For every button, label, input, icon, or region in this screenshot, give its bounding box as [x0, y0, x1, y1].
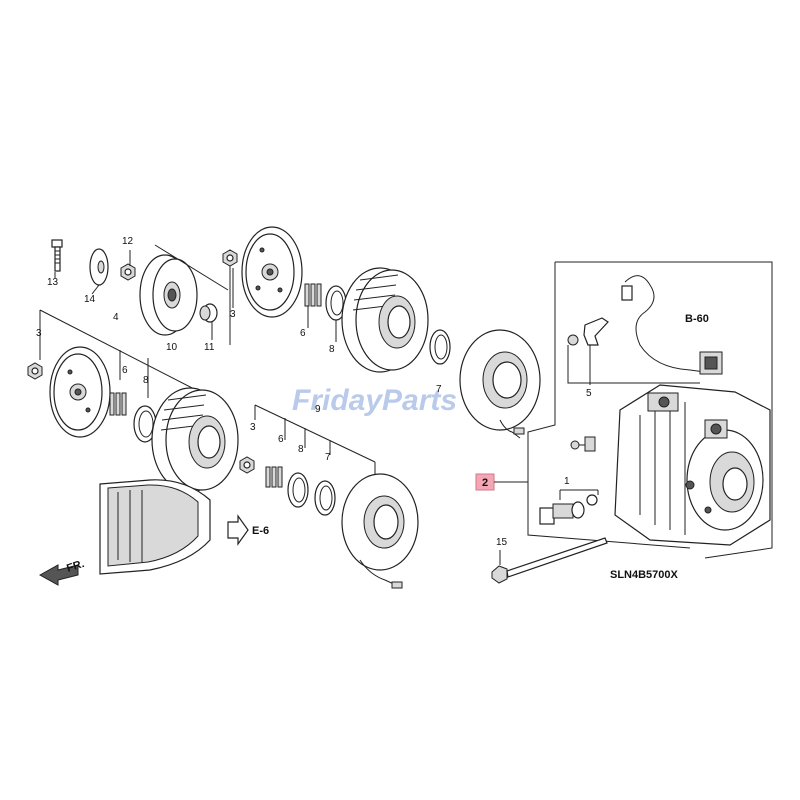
callout-5: 5: [586, 388, 592, 399]
callout-6-top: 6: [300, 328, 306, 339]
callout-3-top: 3: [230, 309, 236, 320]
callout-8-left: 8: [143, 375, 149, 386]
callout-4: 4: [113, 312, 119, 323]
ref-e6-label: E-6: [252, 525, 269, 537]
diagram-code: SLN4B5700X: [610, 569, 679, 581]
pulley-top[interactable]: [341, 267, 429, 373]
armature-plate-left[interactable]: [49, 346, 111, 438]
relief-valve-1[interactable]: [539, 494, 598, 525]
shim-6-mid[interactable]: [265, 466, 283, 488]
assembly-frame: [527, 261, 773, 559]
callout-6-mid: 6: [278, 434, 284, 445]
shim-6-top[interactable]: [304, 283, 322, 307]
callout-3-left: 3: [36, 328, 42, 339]
callout-14: 14: [84, 294, 96, 305]
bracket-5[interactable]: [567, 317, 609, 346]
snap-ring-8-left[interactable]: [133, 405, 157, 443]
callout-8-top: 8: [329, 344, 335, 355]
collar-11[interactable]: [199, 303, 218, 323]
washer-14[interactable]: [89, 248, 109, 286]
compressor-body[interactable]: [614, 384, 771, 546]
callout-7-mid: 7: [325, 452, 331, 463]
ref-b60-label: B-60: [685, 313, 709, 325]
snap-ring-7-top[interactable]: [429, 329, 451, 365]
armature-plate-top[interactable]: [241, 226, 303, 318]
callout-9: 9: [315, 404, 321, 415]
idler-pulley-10[interactable]: [139, 254, 198, 336]
callout-15: 15: [496, 537, 508, 548]
callout-12: 12: [122, 236, 134, 247]
callout-6-left: 6: [122, 365, 128, 376]
bolt-15[interactable]: [491, 537, 608, 584]
field-coil-mid[interactable]: [341, 473, 419, 589]
shim-6-left[interactable]: [109, 392, 127, 416]
callout-13: 13: [47, 277, 59, 288]
nut-3-mid[interactable]: [239, 456, 255, 474]
callout-7-top: 7: [436, 384, 442, 395]
callout-2: 2: [482, 477, 488, 489]
pulley-left[interactable]: [151, 387, 239, 493]
front-label: FR.: [65, 558, 86, 575]
wire-harness[interactable]: [621, 275, 723, 375]
drive-belt[interactable]: [99, 479, 211, 575]
snap-ring-7-mid[interactable]: [314, 480, 336, 516]
front-arrow: FR.: [38, 558, 86, 586]
nut-3-top[interactable]: [222, 249, 238, 267]
nut-3-left[interactable]: [27, 362, 43, 380]
bolt-top-compressor[interactable]: [570, 436, 596, 452]
field-coil-top[interactable]: [459, 329, 541, 439]
watermark-text: FridayParts: [292, 384, 457, 417]
callout-11: 11: [204, 342, 215, 353]
ref-arrow-e6[interactable]: E-6: [227, 514, 269, 546]
snap-ring-8-mid[interactable]: [287, 472, 309, 508]
callout-3-mid: 3: [250, 422, 256, 433]
callout-1: 1: [564, 476, 570, 487]
callout-8-mid: 8: [298, 444, 304, 455]
nut-12[interactable]: [120, 263, 136, 281]
callout-10: 10: [166, 342, 178, 353]
bolt-13[interactable]: [51, 239, 63, 272]
callout-2-highlight[interactable]: 2: [475, 473, 495, 491]
